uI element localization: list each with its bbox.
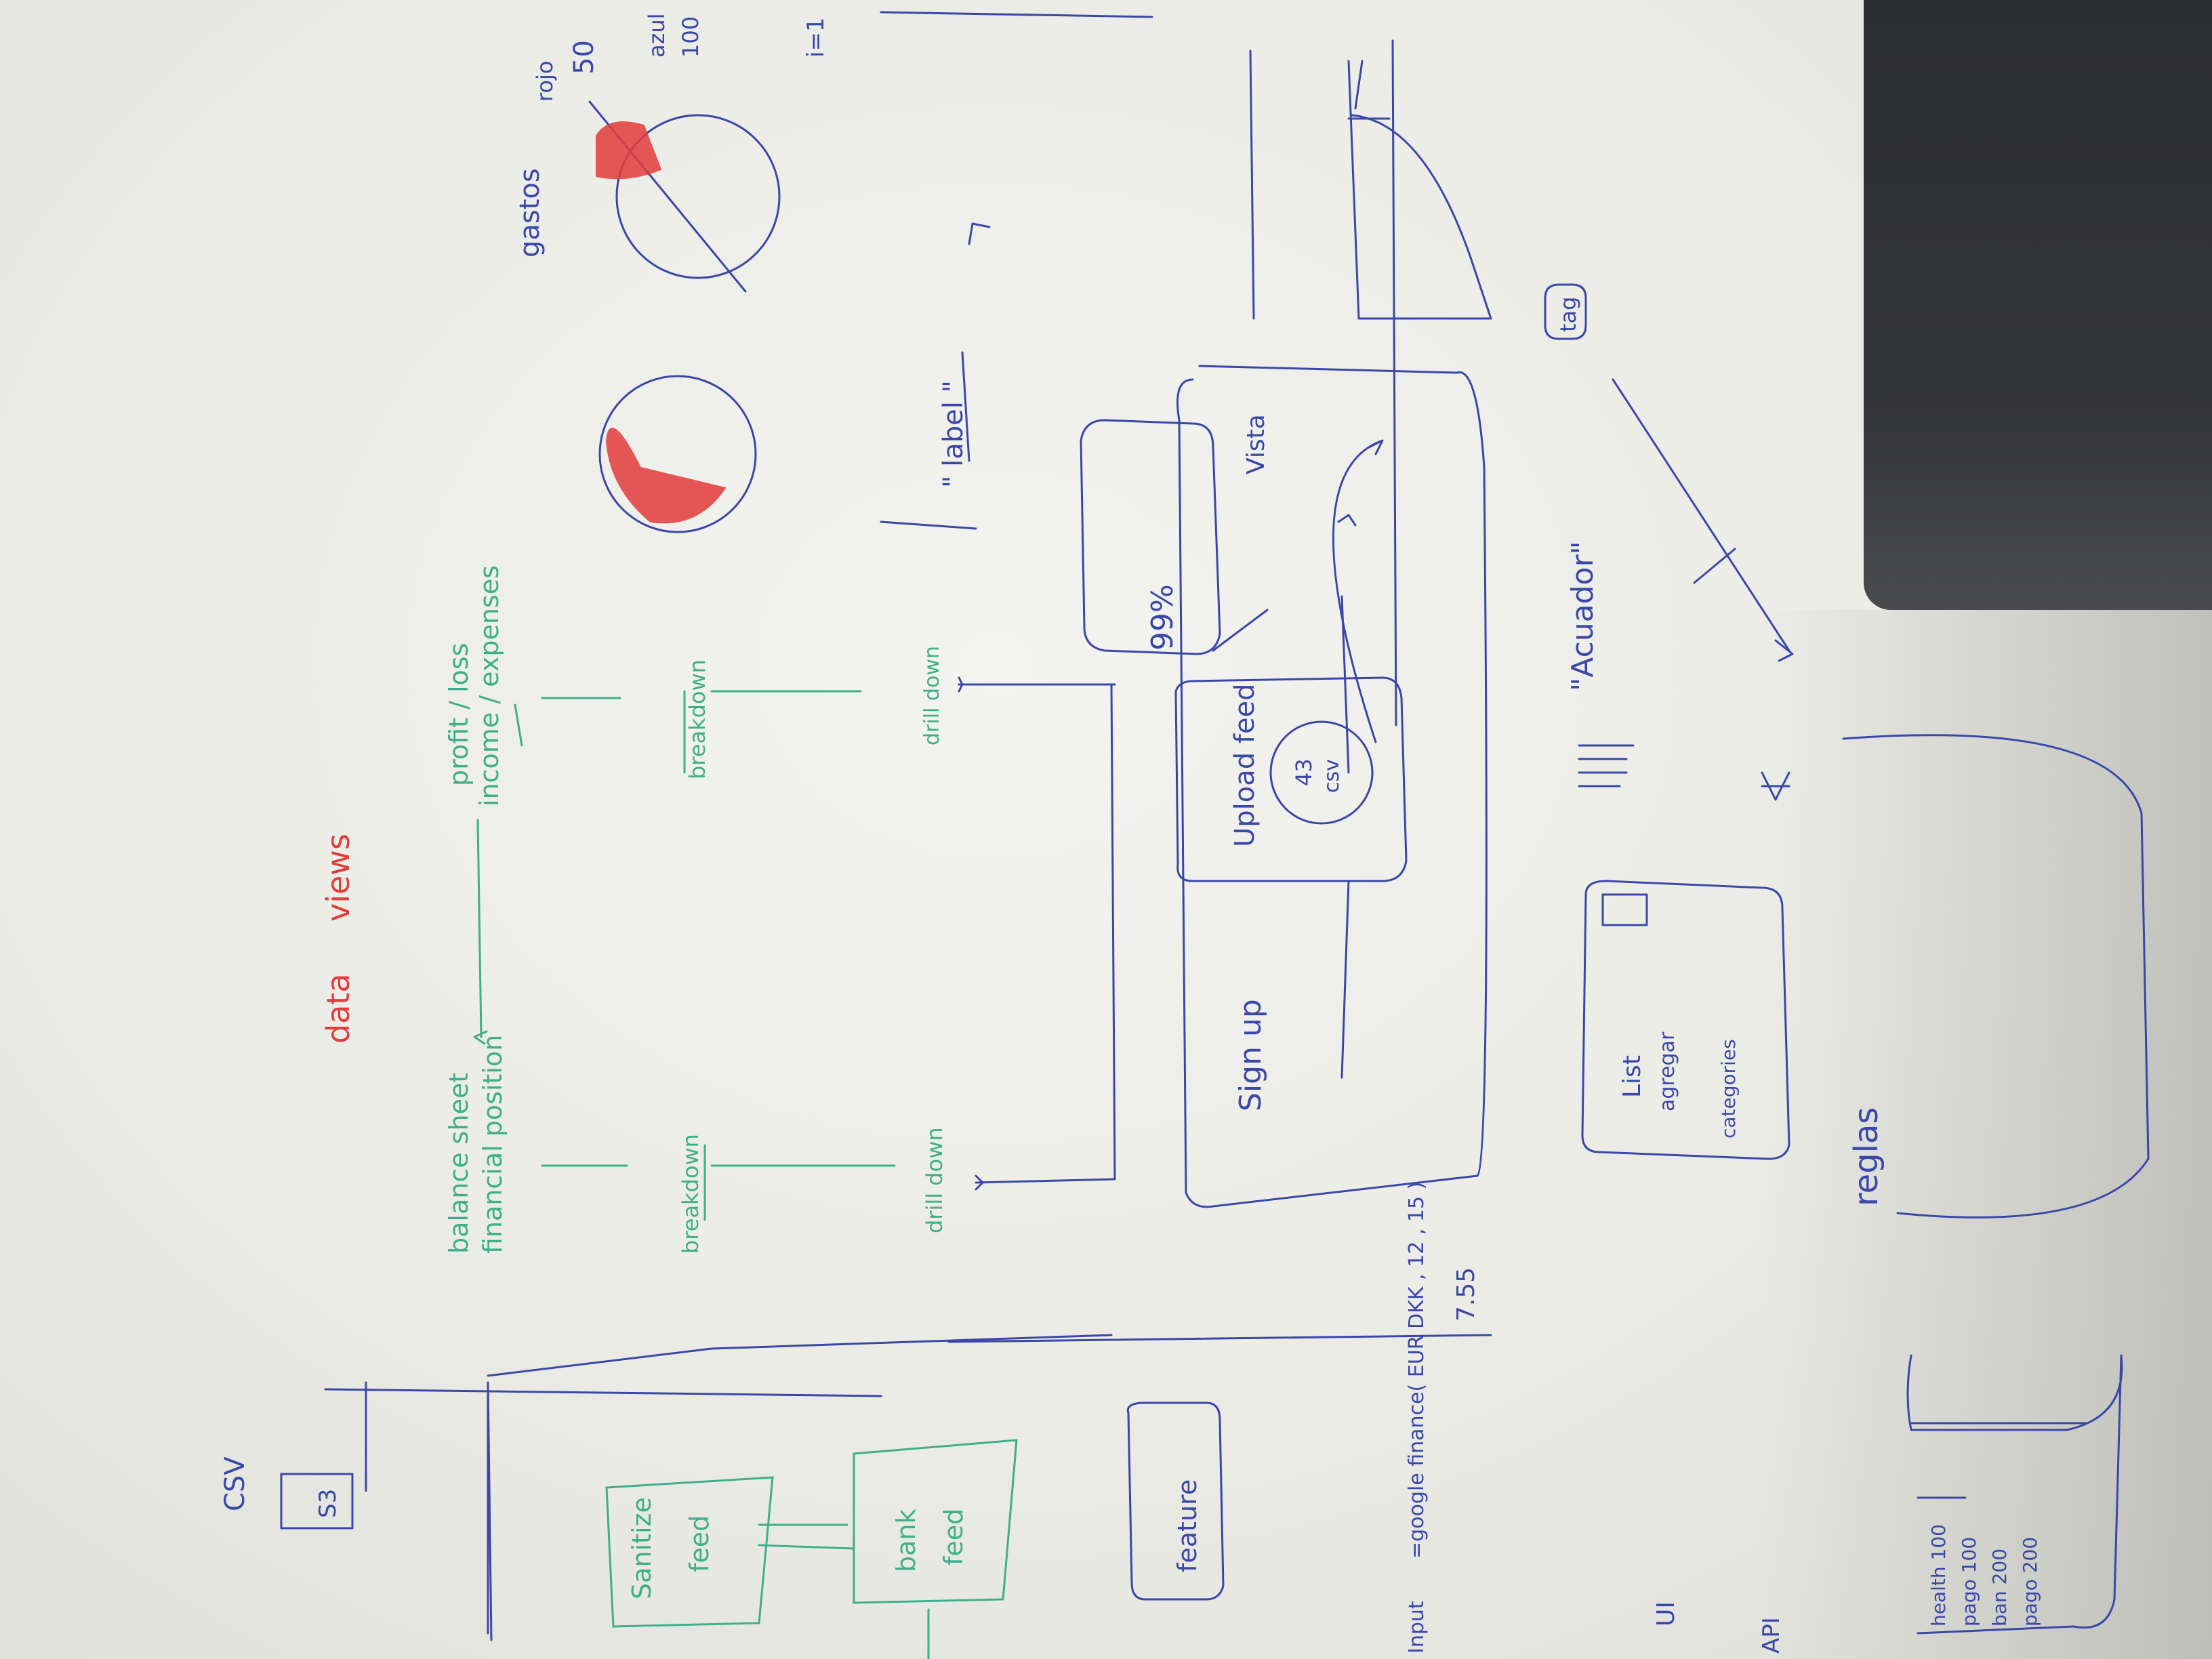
value-label: 7.55 bbox=[1452, 1267, 1480, 1322]
efficiency-box bbox=[1080, 419, 1221, 655]
pie-red-slice-2 bbox=[605, 428, 726, 524]
agregar-label: agregar bbox=[1656, 1031, 1679, 1111]
board-shadow bbox=[1762, 610, 2212, 1659]
tag-box bbox=[1544, 283, 1587, 340]
financial-position-label: financial position bbox=[478, 1035, 508, 1254]
i-eq-1-label: i=1 bbox=[802, 17, 830, 58]
reglas-label: reglas bbox=[1847, 1107, 1885, 1206]
long-horizontal bbox=[947, 1334, 1492, 1343]
upload-feed-box bbox=[1174, 676, 1408, 882]
dark-wall-corner bbox=[1864, 0, 2212, 610]
vista-label: Vista bbox=[1242, 414, 1270, 474]
bottom-list-box bbox=[1906, 1354, 2123, 1635]
bottom-list-item-4: pago 200 bbox=[2019, 1537, 2041, 1626]
divider-line-2 bbox=[1249, 49, 1255, 320]
balance-sheet-label: balance sheet bbox=[444, 1073, 474, 1254]
num43-label: 43 bbox=[1291, 758, 1317, 786]
bottom-list-item-1: health 100 bbox=[1927, 1524, 1950, 1626]
list-label: List bbox=[1618, 1055, 1646, 1098]
csv-circle bbox=[1269, 720, 1374, 825]
label-quote: " label " bbox=[938, 380, 969, 488]
income-expenses-label: income / expenses bbox=[474, 565, 504, 806]
title-views: views bbox=[320, 834, 356, 922]
sign-up-label: Sign up bbox=[1233, 999, 1268, 1111]
num50-label: 50 bbox=[569, 40, 600, 75]
gastos-label: gastos bbox=[514, 168, 546, 258]
azul-label: azul bbox=[644, 13, 670, 58]
line-chart bbox=[1347, 60, 1492, 320]
signup-box bbox=[1176, 365, 1488, 1208]
feature-label: feature bbox=[1172, 1479, 1202, 1572]
breakdown-1-label: breakdown bbox=[678, 1134, 703, 1254]
horizontal-dashed bbox=[324, 1388, 882, 1397]
bottom-list-item-2: pago 100 bbox=[1958, 1537, 1980, 1626]
percent-label: 99% bbox=[1145, 584, 1180, 651]
pie-chart-2 bbox=[598, 375, 757, 533]
connector-line bbox=[487, 1334, 1113, 1377]
pie-red-slice-1 bbox=[596, 121, 662, 180]
categories-label: categories bbox=[1717, 1039, 1740, 1139]
csv-small-label: csv bbox=[1320, 759, 1344, 793]
flow-line-main bbox=[975, 683, 1116, 1184]
bottom-list-item-3: ban 200 bbox=[1988, 1549, 2011, 1626]
api-label: API bbox=[1758, 1617, 1785, 1654]
drilldown-1-label: drill down bbox=[922, 1127, 947, 1233]
feed-2-label: feed bbox=[939, 1509, 968, 1565]
divider-line-1 bbox=[1391, 39, 1397, 726]
num100-label: 100 bbox=[678, 16, 703, 58]
profit-loss-label: profit / loss bbox=[444, 643, 474, 786]
sanitize-label: Sanitize bbox=[627, 1497, 657, 1599]
pie-chart-gastos bbox=[615, 114, 781, 279]
sanitize-box bbox=[605, 1476, 774, 1628]
s3-label: S3 bbox=[314, 1489, 342, 1518]
title-data: data bbox=[320, 973, 356, 1044]
bank-label: bank bbox=[891, 1509, 921, 1573]
bank-feed-box bbox=[853, 1439, 1018, 1604]
ui-label: UI bbox=[1652, 1601, 1680, 1626]
csv-label: CSV bbox=[220, 1456, 251, 1511]
top-line bbox=[880, 11, 1153, 18]
diagonal-arrow bbox=[1612, 378, 1790, 652]
breakdown-2-label: breakdown bbox=[684, 659, 710, 779]
s3-box bbox=[280, 1473, 354, 1530]
s3-line bbox=[487, 1381, 493, 1641]
tag-label: tag bbox=[1555, 297, 1581, 332]
formula-label: =google finance( EUR DKK , 12 , 15 ) bbox=[1405, 1182, 1429, 1559]
acuador-label: "Acuador" bbox=[1565, 541, 1600, 691]
upload-feed-label: Upload feed bbox=[1229, 683, 1261, 847]
rojo-label: rojo bbox=[532, 61, 558, 102]
feature-box bbox=[1126, 1401, 1225, 1601]
input-label: Input bbox=[1405, 1601, 1429, 1654]
green-arrow-bs-pl bbox=[476, 819, 483, 1038]
list-box bbox=[1581, 880, 1790, 1160]
drilldown-2-label: drill down bbox=[920, 646, 944, 745]
feed-1-label: feed bbox=[684, 1515, 714, 1572]
